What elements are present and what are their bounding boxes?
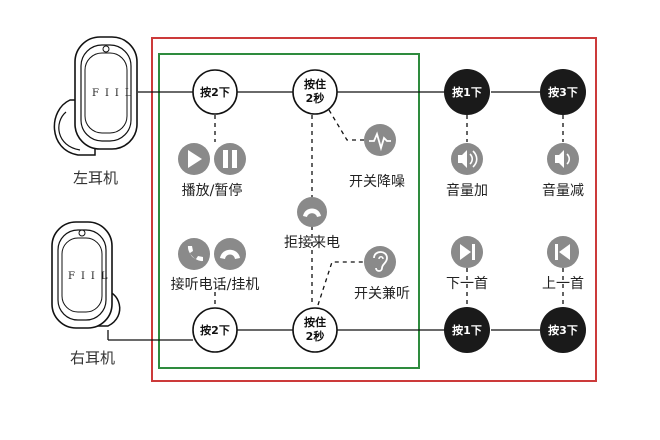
- inner-frame: [158, 53, 420, 369]
- hang-up-icon: [214, 238, 246, 270]
- previous-track-icon: [547, 236, 579, 268]
- answer-hangup-label: 接听电话/挂机: [171, 276, 260, 293]
- right-earbud-logo: FIIL: [68, 271, 113, 282]
- play-pause-label: 播放/暂停: [182, 182, 243, 199]
- waveform-icon: [364, 124, 396, 156]
- svg-text:2秒: 2秒: [306, 91, 325, 105]
- left-press-thrice-button: 按3下: [540, 69, 586, 115]
- answer-call-icon: [178, 238, 210, 270]
- svg-text:按住: 按住: [304, 315, 326, 329]
- noise-cancel-label: 开关降噪: [349, 174, 405, 190]
- left-press-once-button: 按1下: [444, 69, 490, 115]
- right-press-twice-button: 按2下: [192, 307, 238, 353]
- left-press-twice-button: 按2下: [192, 69, 238, 115]
- right-earbud-image: FIIL: [51, 221, 121, 329]
- svg-text:按1下: 按1下: [452, 85, 482, 99]
- previous-track-label: 上一首: [542, 276, 584, 292]
- next-track-label: 下一首: [446, 276, 488, 292]
- volume-up-icon: [451, 143, 483, 175]
- right-earbud-label: 右耳机: [70, 349, 115, 367]
- svg-text:按2下: 按2下: [200, 323, 230, 337]
- right-press-once-button: 按1下: [444, 307, 490, 353]
- svg-text:按3下: 按3下: [548, 85, 578, 99]
- transparency-label: 开关兼听: [354, 286, 410, 302]
- ear-icon: [364, 246, 396, 278]
- left-earbud-label: 左耳机: [73, 169, 118, 187]
- play-icon: [178, 143, 210, 175]
- next-track-icon: [451, 236, 483, 268]
- left-earbud-image: FIIL: [53, 36, 138, 156]
- left-earbud-logo: FIIL: [92, 88, 137, 99]
- svg-text:按3下: 按3下: [548, 323, 578, 337]
- right-hold-2s-button: 按住 2秒: [292, 307, 338, 353]
- svg-text:2秒: 2秒: [306, 329, 325, 343]
- reject-call-icon: [297, 197, 327, 227]
- left-hold-2s-button: 按住 2秒: [292, 69, 338, 115]
- svg-text:按住: 按住: [304, 77, 326, 91]
- pause-icon: [214, 143, 246, 175]
- svg-text:按1下: 按1下: [452, 323, 482, 337]
- right-press-thrice-button: 按3下: [540, 307, 586, 353]
- volume-down-icon: [547, 143, 579, 175]
- outer-frame: [151, 37, 597, 382]
- dashed-connectors: [214, 109, 564, 307]
- volume-up-label: 音量加: [446, 182, 488, 199]
- volume-down-label: 音量减: [542, 182, 584, 199]
- reject-call-label: 拒接来电: [284, 234, 340, 251]
- svg-text:按2下: 按2下: [200, 85, 230, 99]
